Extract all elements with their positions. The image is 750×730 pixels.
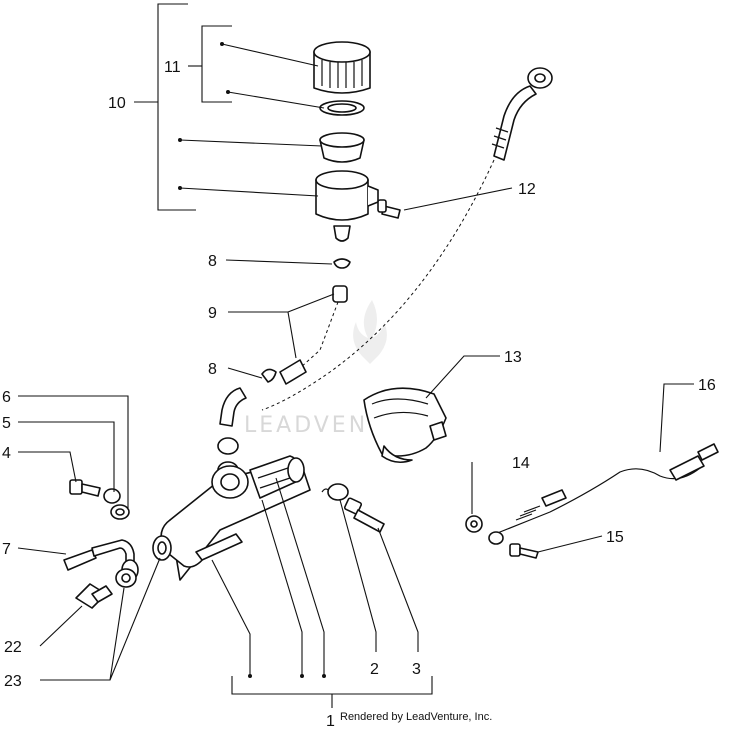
callout-14: 14 — [512, 455, 530, 472]
hose-dashed — [299, 301, 339, 369]
footer-credit: Rendered by LeadVenture, Inc. — [340, 711, 492, 723]
leader-body — [179, 187, 319, 197]
reservoir-body — [315, 170, 379, 242]
banjo-bolt-22 — [75, 583, 113, 609]
leader-8b — [227, 367, 263, 379]
callout-5: 5 — [2, 415, 11, 432]
callout-22: 22 — [4, 639, 22, 656]
hose-connector — [332, 285, 348, 303]
leader-15 — [537, 535, 603, 553]
leader-cap — [221, 43, 319, 67]
callout-12: 12 — [518, 181, 536, 198]
leader-7 — [17, 547, 67, 555]
nut-14 — [465, 515, 483, 533]
washer-6 — [110, 504, 130, 520]
leader-23 — [40, 557, 161, 681]
hose-union — [279, 359, 307, 385]
reservoir-cap — [313, 41, 371, 94]
leader-12 — [403, 187, 513, 211]
callout-8-lower: 8 — [208, 361, 217, 378]
leader-3 — [377, 527, 419, 652]
brake-line-banjo — [491, 67, 553, 161]
callout-7: 7 — [2, 541, 11, 558]
seals-23 — [115, 535, 172, 588]
hose-clamp-upper — [333, 258, 351, 269]
reservoir-diaphragm — [319, 132, 365, 163]
leader-16 — [659, 383, 694, 453]
dust-boot-13 — [363, 387, 447, 464]
leader-ring — [227, 91, 325, 109]
callout-10: 10 — [108, 95, 126, 112]
callout-1: 1 — [326, 713, 335, 730]
callout-16: 16 — [698, 377, 716, 394]
callout-4: 4 — [2, 445, 11, 462]
bracket-1 — [231, 676, 433, 695]
bracket-10 — [157, 3, 196, 211]
reservoir-seal-ring — [319, 100, 365, 116]
leader-9b — [287, 293, 335, 313]
callout-15: 15 — [606, 529, 624, 546]
bracket-11 — [201, 25, 232, 103]
bolt-4 — [69, 479, 101, 497]
master-cylinder-body — [160, 455, 311, 581]
callout-2: 2 — [370, 661, 379, 678]
brake-line-dashed — [261, 159, 495, 411]
leader-8a — [225, 259, 333, 265]
washer-5 — [103, 488, 121, 504]
leader-9a — [228, 311, 297, 359]
hose-clamp-lower — [261, 368, 277, 383]
spring — [321, 483, 349, 501]
watermark-logo — [353, 300, 387, 364]
callout-6: 6 — [2, 389, 11, 406]
callout-23: 23 — [4, 673, 22, 690]
leader-1a — [211, 559, 251, 676]
leader-5 — [18, 421, 115, 492]
leader-1c — [275, 477, 325, 676]
callout-8-upper: 8 — [208, 253, 217, 270]
leader-13 — [425, 355, 500, 399]
callout-13: 13 — [504, 349, 522, 366]
screw-15 — [509, 543, 539, 559]
reservoir-screw — [377, 199, 401, 219]
leader-22 — [39, 605, 83, 647]
switch-cable-16 — [488, 443, 719, 545]
callout-11: 11 — [164, 59, 181, 76]
elbow-fitting — [217, 387, 247, 479]
leader-1b — [261, 499, 303, 676]
leader-4 — [18, 451, 77, 483]
leader-2 — [339, 499, 377, 652]
callout-3: 3 — [412, 661, 421, 678]
leader-6 — [18, 395, 129, 508]
callout-9: 9 — [208, 305, 217, 322]
pushrod-bolt — [343, 497, 385, 533]
leader-diaphragm — [179, 139, 323, 147]
